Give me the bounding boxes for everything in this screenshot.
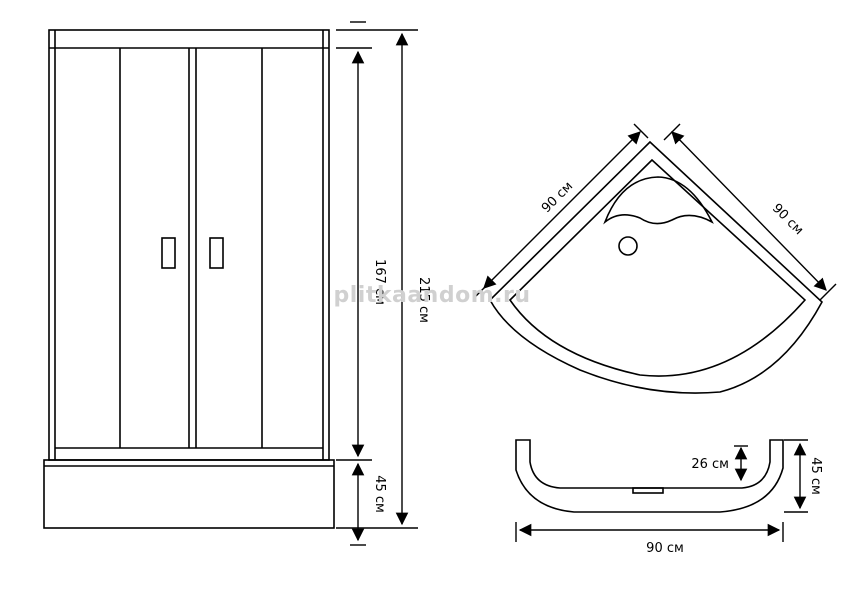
label-tray-width: 90 см	[646, 541, 684, 556]
label-tray-depth: 26 см	[691, 457, 729, 472]
top-view	[475, 123, 837, 394]
top-outline-inner	[508, 158, 807, 377]
dim-side-b-tick-1	[663, 123, 681, 141]
front-view	[43, 29, 335, 529]
label-side-a: 90 см	[539, 179, 576, 216]
watermark-text: plitkaandom.ru	[334, 283, 531, 308]
label-tray-height: 45 см	[808, 457, 823, 495]
dim-side-b-tick-2	[819, 283, 837, 301]
label-height-total: 215 см	[416, 277, 431, 323]
drain-icon	[618, 236, 638, 256]
tray-drain	[632, 487, 664, 494]
cabin-tray	[43, 459, 335, 529]
tray-profile	[515, 439, 784, 513]
handle-left	[161, 237, 176, 269]
tray-view	[515, 439, 808, 542]
label-height-doors: 167 см	[372, 259, 387, 305]
label-side-b: 90 см	[769, 201, 806, 238]
dim-side-a-tick-1	[475, 281, 491, 297]
dim-side-a-tick-2	[633, 123, 649, 139]
front-dimensions	[336, 21, 418, 546]
dim-side-b-line	[671, 131, 827, 291]
handle-right	[209, 237, 224, 269]
label-height-tray: 45 см	[372, 475, 387, 513]
top-outline-outer	[489, 140, 823, 394]
dim-side-a-line	[483, 131, 641, 289]
